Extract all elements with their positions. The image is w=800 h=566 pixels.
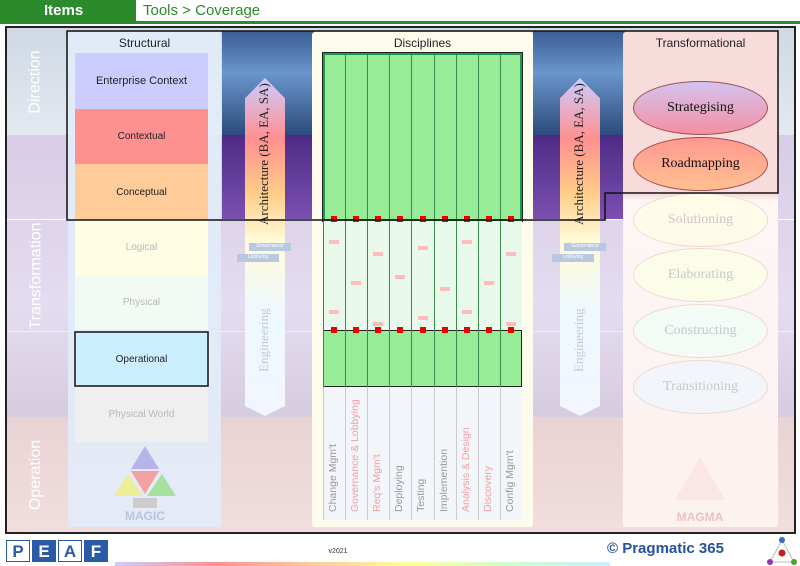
header-divider xyxy=(0,21,800,24)
coverage-marker xyxy=(353,327,360,333)
magma-logo: MAGMA xyxy=(665,455,735,525)
stage-transitioning[interactable]: Transitioning xyxy=(633,360,768,414)
coverage-block-direction xyxy=(322,52,523,222)
coverage-marker xyxy=(331,216,338,222)
transformational-title: Transformational xyxy=(655,36,746,50)
discipline-label-divider xyxy=(367,387,369,520)
governance-tag: Governance xyxy=(249,243,291,251)
peaf-letter: E xyxy=(32,540,56,562)
network-logo-icon xyxy=(767,537,797,565)
version-label: v2021 xyxy=(328,548,348,555)
coverage-marker xyxy=(463,216,470,222)
link-marker xyxy=(505,252,516,256)
discipline-label-divider xyxy=(345,387,347,520)
discipline-label-divider xyxy=(411,387,413,520)
peaf-letter: F xyxy=(84,540,108,562)
rainbow-bar xyxy=(115,562,610,566)
brand-text: © Pragmatic 365 xyxy=(607,540,724,557)
link-marker xyxy=(373,322,384,326)
section-title: Items xyxy=(0,0,136,21)
lobbying-tag: Lobbying xyxy=(552,254,594,262)
peaf-letter: P xyxy=(6,540,30,562)
discipline-label-divider xyxy=(499,387,501,520)
lobbying-tag: Lobbying xyxy=(237,254,279,262)
link-marker xyxy=(483,281,494,285)
structural-title: Structural xyxy=(118,36,171,50)
link-marker xyxy=(505,322,516,326)
coverage-marker xyxy=(441,216,448,222)
layer-contextual[interactable]: Contextual xyxy=(75,109,208,164)
pragmatic-brand: © Pragmatic 365 xyxy=(607,540,724,557)
coverage-marker xyxy=(419,216,426,222)
coverage-marker xyxy=(463,327,470,333)
coverage-marker xyxy=(441,327,448,333)
layer-enterprise-context[interactable]: Enterprise Context xyxy=(75,53,208,109)
coverage-marker xyxy=(507,216,514,222)
coverage-marker xyxy=(353,216,360,222)
coverage-block-transformation xyxy=(323,221,522,330)
link-marker xyxy=(439,287,450,291)
breadcrumb[interactable]: Tools > Coverage xyxy=(137,0,800,21)
stage-solutioning[interactable]: Solutioning xyxy=(633,192,768,247)
discipline-label-divider xyxy=(455,387,457,520)
layer-physical-world[interactable]: Physical World xyxy=(75,387,208,442)
stage-strategising[interactable]: Strategising xyxy=(633,81,768,135)
coverage-marker xyxy=(485,216,492,222)
discipline-labels-area xyxy=(323,387,522,520)
coverage-marker xyxy=(419,327,426,333)
svg-text:MAGIC: MAGIC xyxy=(125,509,165,523)
link-marker xyxy=(395,275,406,279)
governance-lobbying-icon: Governance Lobbying xyxy=(237,240,293,266)
governance-tag: Governance xyxy=(564,243,606,251)
layer-logical[interactable]: Logical xyxy=(75,220,208,275)
peaf-letter: A xyxy=(58,540,82,562)
discipline-label-divider xyxy=(477,387,479,520)
governance-lobbying-icon: Governance Lobbying xyxy=(552,240,608,266)
discipline-label-divider xyxy=(323,387,324,520)
coverage-marker xyxy=(397,327,404,333)
link-marker xyxy=(417,246,428,250)
link-marker xyxy=(461,240,472,244)
magic-logo: MAGIC xyxy=(110,444,180,524)
discipline-label-divider xyxy=(389,387,391,520)
link-marker xyxy=(417,316,428,320)
coverage-marker xyxy=(375,216,382,222)
coverage-marker xyxy=(397,216,404,222)
link-marker xyxy=(329,240,340,244)
svg-text:MAGMA: MAGMA xyxy=(677,510,724,524)
layer-operational[interactable]: Operational xyxy=(75,332,208,386)
coverage-marker xyxy=(375,327,382,333)
disciplines-title: Disciplines xyxy=(393,36,452,50)
stage-elaborating[interactable]: Elaborating xyxy=(633,248,768,303)
coverage-marker xyxy=(507,327,514,333)
stage-constructing[interactable]: Constructing xyxy=(633,304,768,359)
link-marker xyxy=(329,310,340,314)
layer-physical[interactable]: Physical xyxy=(75,275,208,330)
layer-conceptual[interactable]: Conceptual xyxy=(75,164,208,220)
discipline-label-divider xyxy=(433,387,435,520)
stage-roadmapping[interactable]: Roadmapping xyxy=(633,136,768,191)
link-marker xyxy=(351,281,362,285)
link-marker xyxy=(373,252,384,256)
link-marker xyxy=(461,310,472,314)
coverage-marker xyxy=(485,327,492,333)
coverage-marker xyxy=(331,327,338,333)
